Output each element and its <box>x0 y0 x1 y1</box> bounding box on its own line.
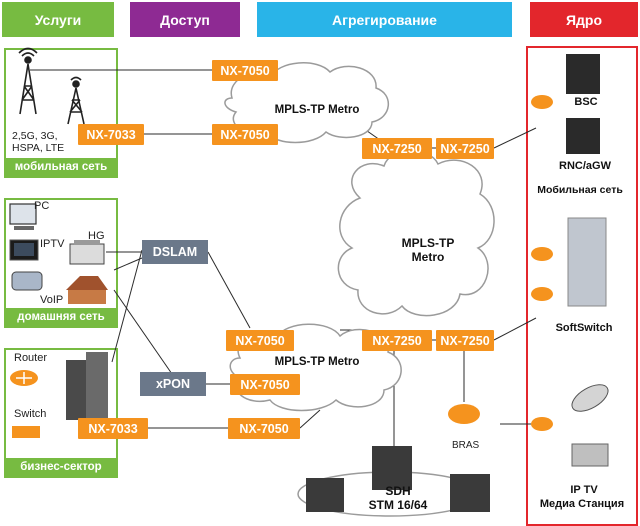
router-label: Router <box>14 352 48 364</box>
cloud-center-label-1: MPLS-TP <box>401 236 455 250</box>
pc-icon <box>9 203 37 230</box>
bras-label: BRAS <box>452 440 480 451</box>
node-nx7050-xpon[interactable]: NX-7050 <box>230 374 300 395</box>
sdh-rack-icons <box>306 446 490 512</box>
router-icon-business <box>10 370 38 386</box>
home-gateway-icon <box>69 240 105 265</box>
node-nx7250-top-right[interactable]: NX-7250 <box>436 138 494 159</box>
softswitch-server-icon <box>567 217 607 307</box>
voip-label: VoIP <box>40 294 64 306</box>
xpon-box[interactable]: xPON <box>140 372 206 396</box>
mobile-network-panel: мобильная сеть <box>4 48 118 178</box>
house-icon <box>66 276 108 304</box>
softswitch-label: SoftSwitch <box>555 322 613 334</box>
bras-router-icon <box>448 404 480 424</box>
node-nx7033-mobile[interactable]: NX-7033 <box>78 124 144 145</box>
rnc-server-icon <box>566 118 600 154</box>
tv-icon <box>9 239 39 261</box>
node-nx7250-bottom-right[interactable]: NX-7250 <box>436 330 494 351</box>
iptv-label: IPTV <box>40 238 65 250</box>
node-nx7050-mid[interactable]: NX-7050 <box>226 330 294 351</box>
phone-icon <box>11 271 43 291</box>
core-router-icons <box>531 95 553 431</box>
node-nx7050-top2[interactable]: NX-7050 <box>212 124 278 145</box>
cell-tower-icon-2 <box>67 76 85 125</box>
mobile-tech-label: 2,5G, 3G, HSPA, LTE <box>12 130 65 154</box>
cloud-center-label-2: Metro <box>411 250 445 264</box>
sdh-label-1: SDH <box>385 484 411 498</box>
header-core: Ядро <box>530 2 638 37</box>
mobile-network-caption: мобильная сеть <box>6 158 116 176</box>
camera-icon <box>571 443 609 467</box>
node-nx7250-top-left[interactable]: NX-7250 <box>362 138 432 159</box>
satellite-dish-icon <box>571 384 609 412</box>
iptv-core-label-1: IP TV <box>570 484 598 496</box>
bsc-label: BSC <box>574 96 598 108</box>
office-building-icon <box>66 352 108 420</box>
header-access: Доступ <box>130 2 240 37</box>
mobile-network-core-label: Мобильная сеть <box>537 184 623 196</box>
header-aggregation: Агрегирование <box>257 2 512 37</box>
node-nx7250-bottom-left[interactable]: NX-7250 <box>362 330 432 351</box>
node-nx7050-bottom[interactable]: NX-7050 <box>228 418 300 439</box>
cell-tower-icon <box>18 47 38 115</box>
sdh-label-2: STM 16/64 <box>368 498 428 512</box>
dslam-box[interactable]: DSLAM <box>142 240 208 264</box>
pc-label: PC <box>34 200 50 212</box>
switch-label: Switch <box>14 408 47 420</box>
iptv-core-label-2: Медиа Станция <box>539 498 625 510</box>
hg-label: HG <box>88 230 105 242</box>
node-nx7033-business[interactable]: NX-7033 <box>78 418 148 439</box>
node-nx7050-top1[interactable]: NX-7050 <box>212 60 278 81</box>
switch-icon-business <box>12 426 40 438</box>
cloud-top-label: MPLS-TP Metro <box>274 104 360 116</box>
mpls-cloud-center <box>337 150 495 317</box>
home-network-caption: домашняя сеть <box>6 308 116 326</box>
rnc-label: RNC/aGW <box>559 160 611 172</box>
business-caption: бизнес-сектор <box>6 458 116 476</box>
header-services: Услуги <box>2 2 114 37</box>
bsc-server-icon <box>566 54 600 94</box>
cloud-bottom-label: MPLS-TP Metro <box>274 356 360 368</box>
